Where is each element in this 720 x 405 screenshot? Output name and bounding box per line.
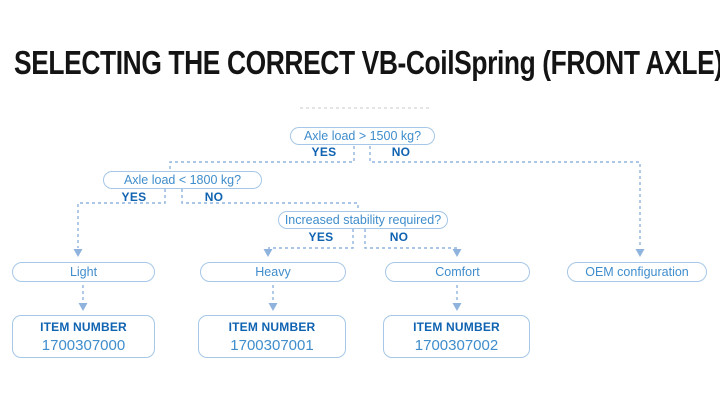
arrow-down-icon (78, 303, 88, 311)
item-box-light: ITEM NUMBER 1700307000 (12, 315, 155, 358)
connector-q2-yes (77, 189, 166, 248)
outcome-label: Heavy (255, 264, 291, 279)
arrow-down-icon (452, 303, 462, 311)
no-label: NO (389, 230, 409, 244)
no-label: NO (391, 145, 411, 159)
outcome-label: Comfort (435, 264, 480, 279)
connector-q1-yes (169, 146, 355, 172)
item-number-label: ITEM NUMBER (413, 319, 500, 334)
connector-q2-no (181, 189, 359, 212)
connector-q3-yes (268, 229, 354, 249)
item-box-comfort: ITEM NUMBER 1700307002 (383, 315, 530, 358)
decision-increased-stability: Increased stability required? (278, 211, 448, 229)
arrow-down-icon (452, 249, 462, 257)
item-box-heavy: ITEM NUMBER 1700307001 (198, 315, 346, 358)
decision-question: Axle load < 1800 kg? (123, 172, 242, 187)
outcome-heavy: Heavy (200, 262, 346, 282)
item-number-value: 1700307000 (41, 336, 126, 354)
yes-label: YES (311, 145, 337, 159)
arrow-down-icon (73, 249, 83, 257)
arrow-down-icon (635, 249, 645, 257)
item-number-value: 1700307001 (230, 336, 314, 354)
outcome-label: Light (69, 264, 98, 279)
no-label: NO (204, 190, 224, 204)
decision-axle-load-1500: Axle load > 1500 kg? (290, 127, 435, 145)
decision-axle-load-1800: Axle load < 1800 kg? (103, 171, 262, 189)
arrow-down-icon (268, 303, 278, 311)
page-title: SELECTING THE CORRECT VB-CoilSpring (FRO… (14, 44, 720, 81)
arrow-down-icon (263, 249, 273, 257)
connector-q1-no (369, 146, 641, 248)
outcome-oem-configuration: OEM configuration (567, 262, 707, 282)
outcome-label: OEM configuration (585, 264, 689, 279)
item-number-label: ITEM NUMBER (228, 319, 316, 334)
item-number-value: 1700307002 (414, 336, 499, 354)
item-number-label: ITEM NUMBER (40, 319, 127, 334)
decision-question: Increased stability required? (284, 212, 442, 227)
outcome-light: Light (12, 262, 155, 282)
decision-question: Axle load > 1500 kg? (303, 128, 422, 143)
yes-label: YES (121, 190, 147, 204)
outcome-comfort: Comfort (385, 262, 530, 282)
yes-label: YES (308, 230, 334, 244)
connector-q3-no (364, 229, 457, 249)
